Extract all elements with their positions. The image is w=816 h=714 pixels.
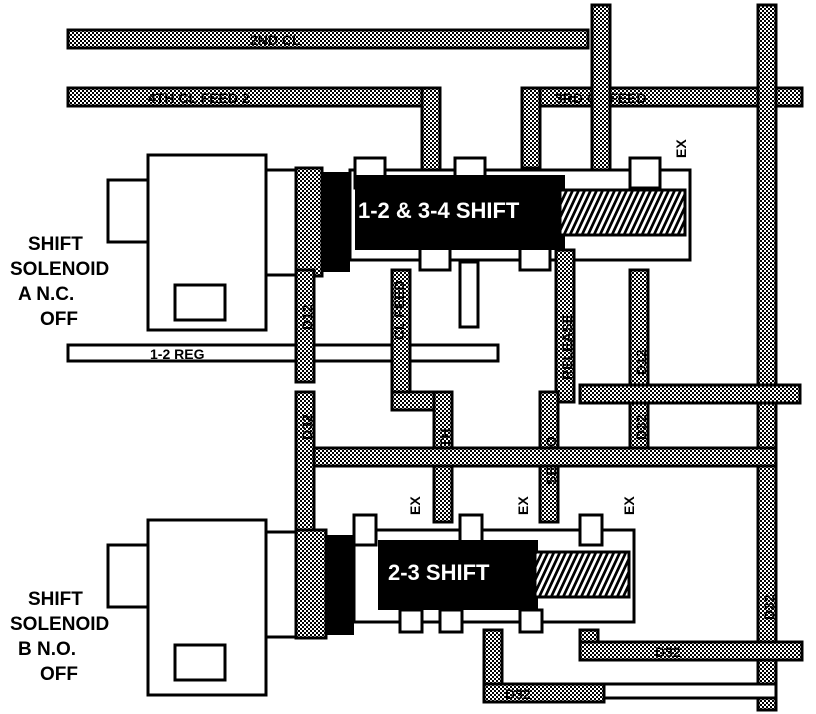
passage-2nd-cl-label: 2ND CL xyxy=(250,32,301,48)
passage-d32-bottom: D32 xyxy=(482,628,606,704)
passage-cl-feed: CL FEED xyxy=(390,268,454,412)
passage-bottom-line xyxy=(602,682,778,700)
d32-label-bottom: D32 xyxy=(505,686,531,702)
solenoid-a-line2: SOLENOID xyxy=(10,259,109,280)
solenoid-b-line2: SOLENOID xyxy=(10,614,109,635)
valve-2-3-shift: 2-3 SHIFT xyxy=(352,513,636,634)
passage-4th-cl-feed-2-label: 4TH CL FEED 2 xyxy=(148,90,250,106)
ex-label-lower-3: EX xyxy=(621,496,637,515)
valve-upper-label: 1-2 & 3-4 SHIFT xyxy=(358,198,520,223)
passage-d12-right: D12 D32 xyxy=(628,268,650,457)
solenoid-a-caption: SHIFT SOLENOID A N.C. OFF xyxy=(10,234,109,330)
ex-label-upper: EX xyxy=(673,139,689,158)
solenoid-b-caption: SHIFT SOLENOID B N.O. OFF xyxy=(10,589,109,685)
d12-label-upper: D12 xyxy=(299,304,315,330)
solenoid-a-line4: OFF xyxy=(40,309,78,330)
cl-feed-label: CL FEED xyxy=(391,280,407,340)
solenoid-b-line4: OFF xyxy=(40,664,78,685)
solenoid-b-line3: B N.O. xyxy=(18,639,76,660)
d32-label-bottom-right: D32 xyxy=(655,644,681,660)
passage-cross-1 xyxy=(578,383,802,405)
passage-1-2-reg-label: 1-2 REG xyxy=(150,346,205,362)
passage-release: RELEASE xyxy=(554,248,576,404)
passage-d32-left: D32 xyxy=(294,390,316,534)
passage-1-2-reg: 1-2 REG xyxy=(66,343,500,363)
solenoid-b-line1: SHIFT xyxy=(28,589,83,610)
passage-cross-2 xyxy=(294,446,778,468)
d32-label-left: D32 xyxy=(299,414,315,440)
passage-2nd-cl: 2ND CL xyxy=(66,28,590,50)
d32-label-right: D32 xyxy=(633,414,649,440)
ex-label-lower-1: EX xyxy=(407,496,423,515)
passage-ex-stub xyxy=(458,260,480,329)
shift-solenoid-a xyxy=(106,153,350,332)
solenoid-a-line1: SHIFT xyxy=(28,234,83,255)
d12-label-right: D12 xyxy=(633,349,649,375)
passage-4th-cl-feed-2: 4TH CL FEED 2 xyxy=(66,86,442,180)
solenoid-a-line3: A N.C. xyxy=(18,284,74,305)
shift-solenoid-b xyxy=(106,518,354,697)
valve-1-2-3-4-shift: 1-2 & 3-4 SHIFT xyxy=(348,156,692,272)
passage-d12-upper xyxy=(294,268,316,384)
passage-trunk-center xyxy=(590,3,612,182)
passage-trunk-right xyxy=(756,3,778,712)
d32-label-trunk: D32 xyxy=(761,594,777,620)
ex-label-lower-2: EX xyxy=(515,496,531,515)
passage-d32-bottom-right: D32 xyxy=(578,628,804,662)
valve-lower-label: 2-3 SHIFT xyxy=(388,560,490,585)
release-label: RELEASE xyxy=(559,314,575,380)
